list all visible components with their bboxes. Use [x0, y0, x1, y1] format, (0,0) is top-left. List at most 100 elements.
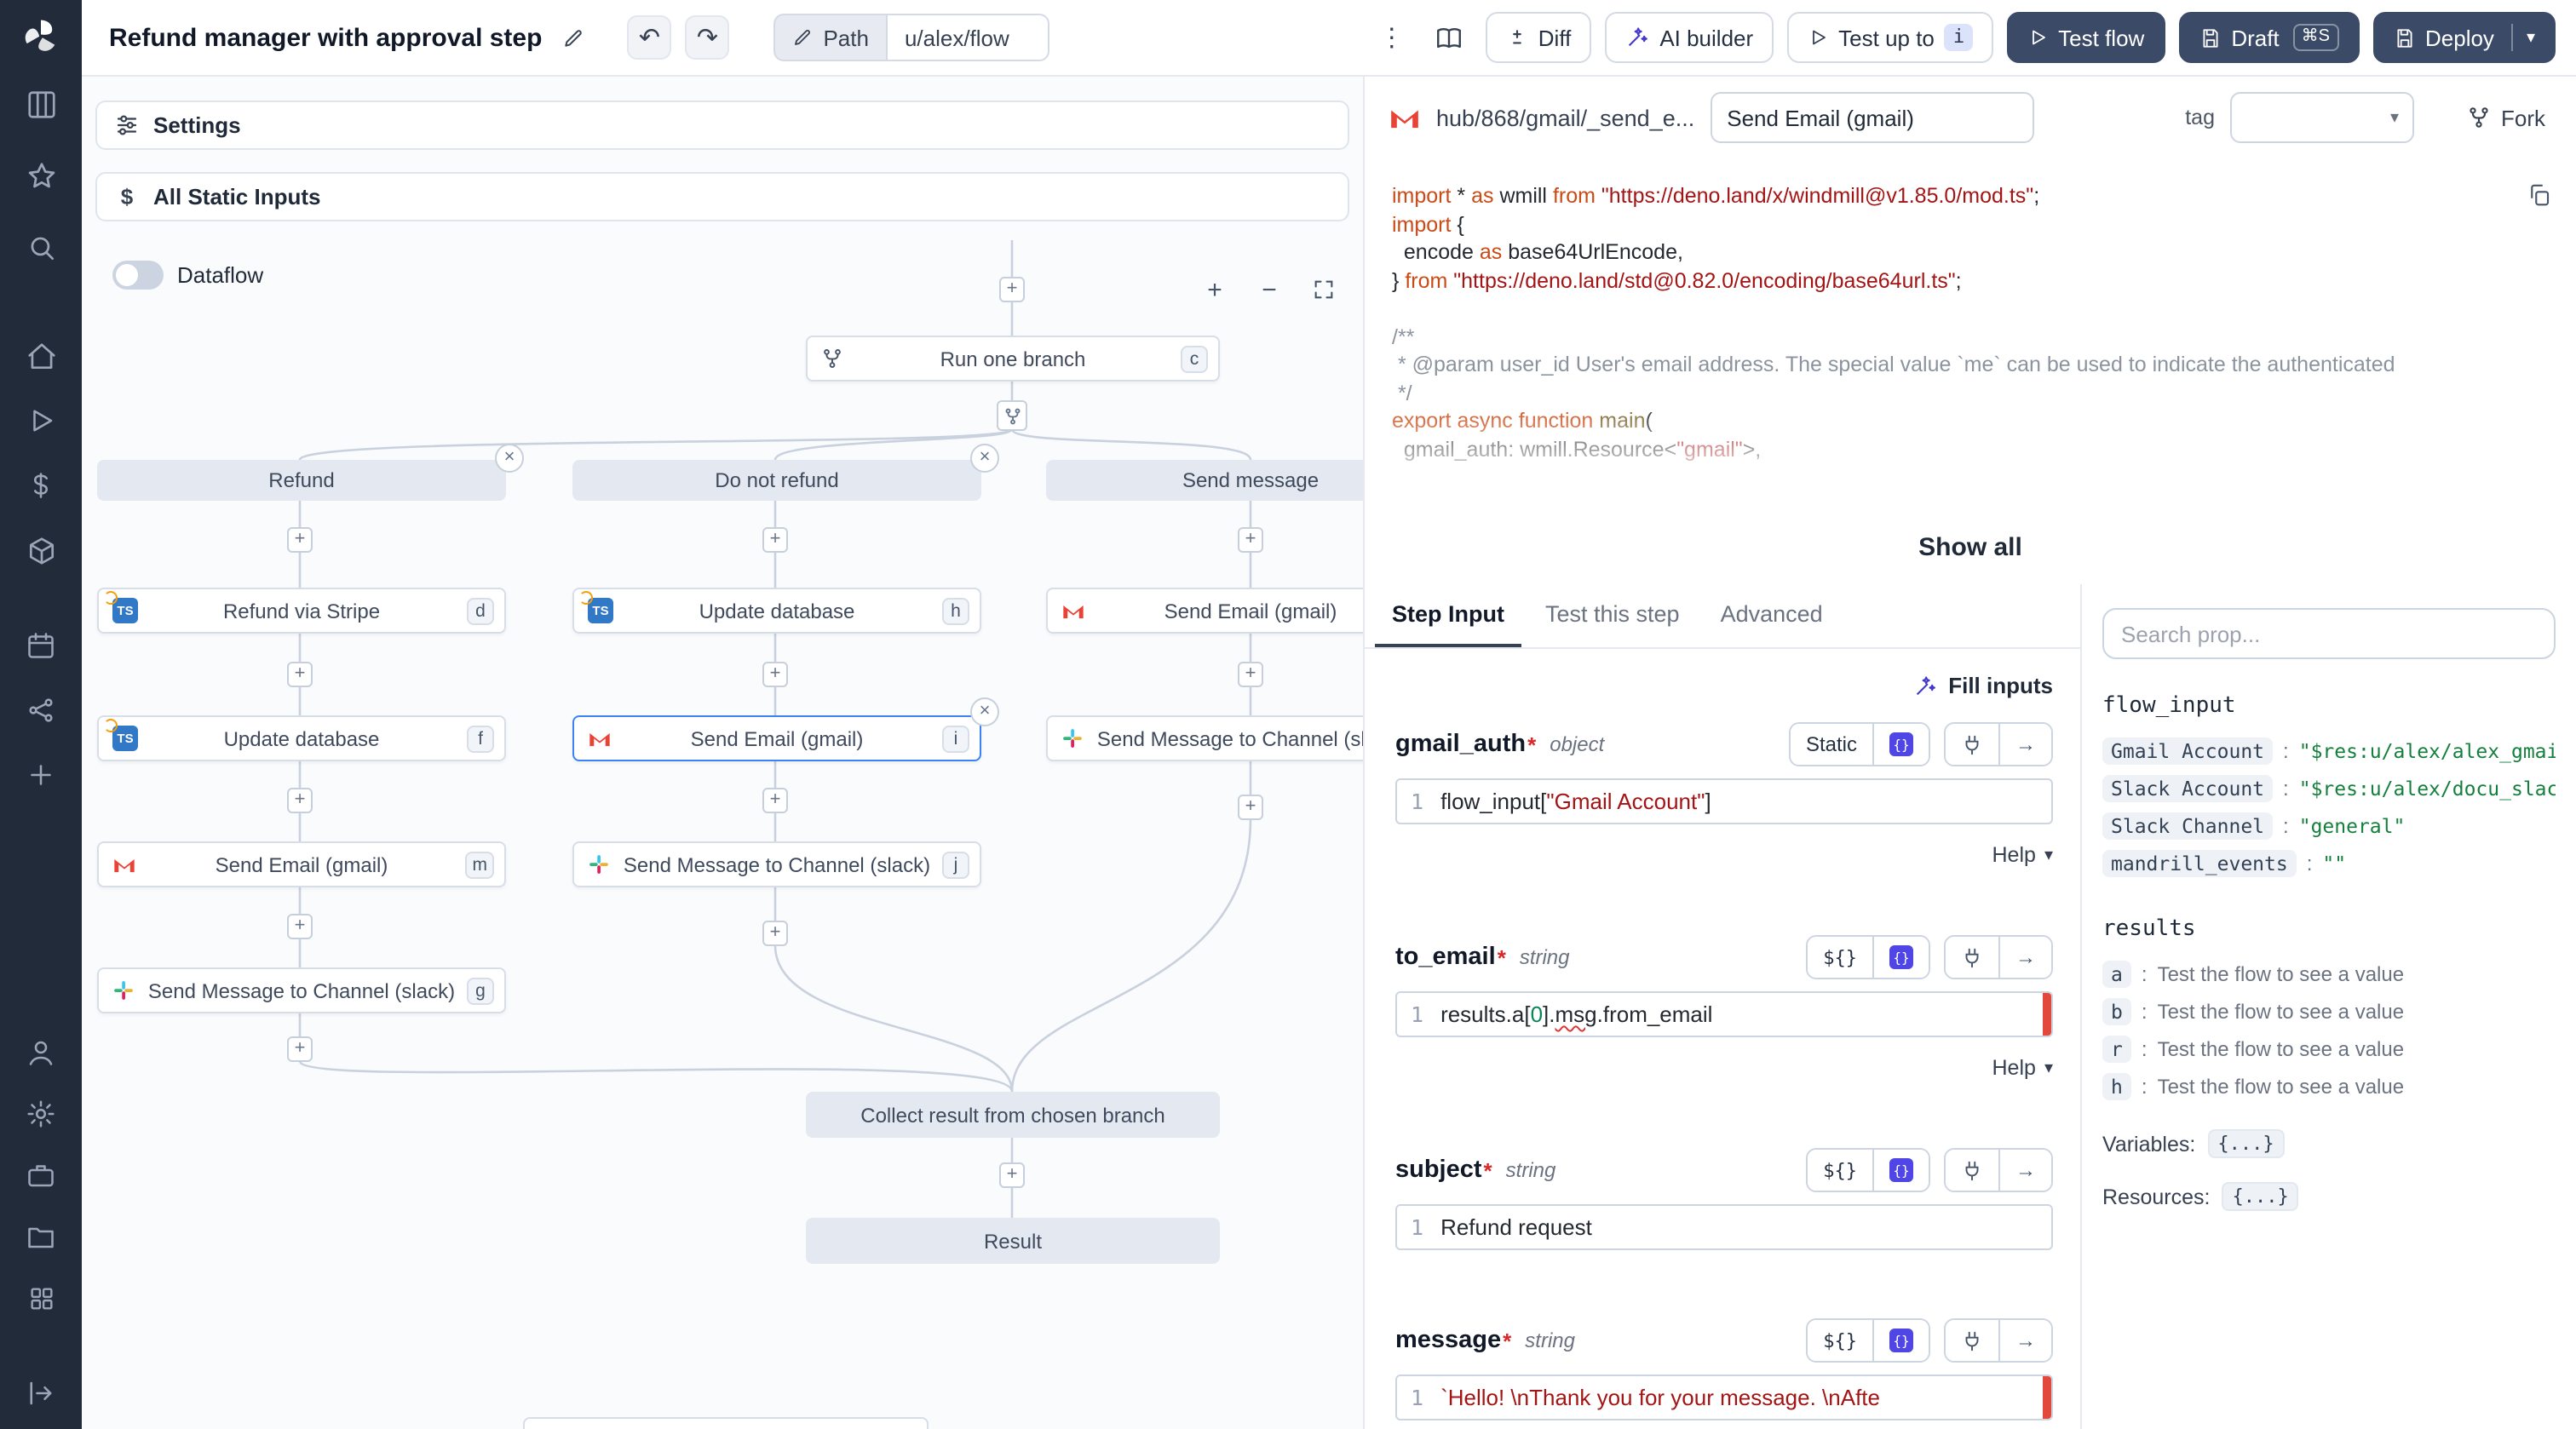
- plug-connect-button[interactable]: [1946, 1150, 1998, 1191]
- node-run-one-branch[interactable]: Run one branch c: [806, 336, 1220, 382]
- prop-row[interactable]: Gmail Account:"$res:u/alex/alex_gmail": [2102, 732, 2556, 770]
- triggers-share-icon[interactable]: [12, 685, 70, 736]
- add-step-button[interactable]: +: [762, 788, 788, 813]
- tab-step-input[interactable]: Step Input: [1375, 584, 1521, 647]
- variables-expand-chip[interactable]: {...}: [2207, 1129, 2285, 1158]
- expr-mode-button[interactable]: {}: [1872, 1320, 1929, 1361]
- template-mode-button[interactable]: ${}: [1808, 1150, 1872, 1191]
- show-all-button[interactable]: Show all: [1918, 532, 2022, 561]
- branch-split-button[interactable]: [997, 400, 1027, 431]
- folders-icon[interactable]: [12, 1211, 70, 1262]
- add-step-button[interactable]: +: [287, 914, 313, 939]
- subject-expression-input[interactable]: 1 Refund request: [1395, 1204, 2053, 1250]
- node-collect-result[interactable]: Collect result from chosen branch: [806, 1092, 1220, 1138]
- expand-sidebar-icon[interactable]: [12, 1368, 70, 1419]
- help-toggle[interactable]: Help▾: [1992, 843, 2054, 867]
- apply-arrow-button[interactable]: →: [1998, 1320, 2051, 1361]
- tab-test-this-step[interactable]: Test this step: [1545, 601, 1680, 627]
- more-menu-button[interactable]: ⋮: [1369, 15, 1414, 60]
- search-prop-input[interactable]: [2102, 608, 2556, 659]
- static-inputs-row[interactable]: $ All Static Inputs: [95, 172, 1349, 221]
- add-step-button[interactable]: +: [287, 1036, 313, 1062]
- flow-input-header[interactable]: flow_input: [2102, 693, 2236, 719]
- delete-step-button[interactable]: ×: [970, 697, 999, 726]
- fill-inputs-button[interactable]: Fill inputs: [1395, 673, 2053, 698]
- account-user-icon[interactable]: [12, 1027, 70, 1078]
- resources-box-icon[interactable]: [12, 525, 70, 576]
- add-step-button[interactable]: +: [999, 1162, 1025, 1188]
- copy-code-button[interactable]: [2527, 182, 2552, 208]
- deploy-chevron-down-icon[interactable]: ▾: [2526, 28, 2535, 47]
- windmill-logo-icon[interactable]: [22, 17, 60, 55]
- node-update-database-f[interactable]: TS Update database f: [97, 715, 506, 761]
- star-icon[interactable]: [12, 150, 70, 201]
- template-mode-button[interactable]: ${}: [1808, 937, 1872, 978]
- ai-builder-button[interactable]: AI builder: [1605, 12, 1774, 63]
- undo-button[interactable]: ↶: [627, 15, 672, 60]
- flow-settings-row[interactable]: Settings: [95, 100, 1349, 150]
- node-update-database-h[interactable]: TS Update database h: [572, 588, 981, 634]
- workers-toolbox-icon[interactable]: [12, 1150, 70, 1201]
- add-step-button[interactable]: +: [1238, 662, 1263, 687]
- add-step-button[interactable]: +: [762, 662, 788, 687]
- expr-mode-button[interactable]: {}: [1872, 1150, 1929, 1191]
- test-flow-button[interactable]: Test flow: [2007, 12, 2165, 63]
- schedules-calendar-icon[interactable]: [12, 620, 70, 671]
- template-mode-button[interactable]: ${}: [1808, 1320, 1872, 1361]
- node-send-slack-sm[interactable]: Send Message to Channel (slack): [1046, 715, 1363, 761]
- plug-connect-button[interactable]: [1946, 1320, 1998, 1361]
- apply-arrow-button[interactable]: →: [1998, 937, 2051, 978]
- plug-connect-button[interactable]: [1946, 937, 1998, 978]
- add-step-button[interactable]: +: [762, 921, 788, 946]
- path-button[interactable]: Path: [773, 14, 886, 61]
- edit-title-pencil-icon[interactable]: [555, 15, 590, 60]
- node-error-handler[interactable]: Error Handler +: [523, 1417, 929, 1429]
- step-code-preview[interactable]: import * as wmill from "https://deno.lan…: [1365, 158, 2576, 509]
- columns-icon[interactable]: [12, 78, 70, 129]
- static-mode-button[interactable]: Static: [1790, 724, 1872, 765]
- add-step-button[interactable]: +: [762, 527, 788, 553]
- deploy-button[interactable]: Deploy ▾: [2372, 12, 2556, 63]
- diff-button[interactable]: Diff: [1485, 12, 1592, 63]
- search-icon[interactable]: [12, 221, 70, 273]
- add-step-button[interactable]: +: [1238, 795, 1263, 820]
- branch-header-send-message[interactable]: Send message: [1046, 460, 1363, 501]
- prop-row[interactable]: Slack Channel:"general": [2102, 807, 2556, 845]
- redo-button[interactable]: ↷: [685, 15, 730, 60]
- result-row[interactable]: h:Test the flow to see a value: [2102, 1068, 2556, 1105]
- hub-script-path[interactable]: hub/868/gmail/_send_e...: [1436, 105, 1695, 130]
- prop-row[interactable]: mandrill_events:"": [2102, 845, 2556, 882]
- variables-dollar-icon[interactable]: [12, 460, 70, 511]
- resources-expand-chip[interactable]: {...}: [2222, 1182, 2299, 1211]
- tag-select[interactable]: ▾: [2230, 92, 2414, 143]
- fit-view-button[interactable]: [1305, 271, 1343, 308]
- draft-button[interactable]: Draft ⌘S: [2178, 12, 2359, 63]
- node-send-email-m[interactable]: Send Email (gmail) m: [97, 841, 506, 887]
- node-send-email-i-selected[interactable]: Send Email (gmail) i: [572, 715, 981, 761]
- add-step-button[interactable]: +: [287, 788, 313, 813]
- tab-advanced[interactable]: Advanced: [1720, 601, 1823, 627]
- remove-branch-refund-button[interactable]: ×: [495, 444, 524, 473]
- test-up-to-button[interactable]: Test up to i: [1787, 12, 1994, 63]
- settings-gear-icon[interactable]: [12, 1088, 70, 1139]
- home-icon[interactable]: [12, 330, 70, 382]
- branch-header-do-not-refund[interactable]: Do not refund: [572, 460, 981, 501]
- add-step-button[interactable]: +: [1238, 527, 1263, 553]
- fork-button[interactable]: Fork: [2467, 105, 2545, 130]
- dataflow-toggle[interactable]: [112, 261, 164, 290]
- result-row[interactable]: b:Test the flow to see a value: [2102, 993, 2556, 1030]
- prop-row[interactable]: Slack Account:"$res:u/alex/docu_slack": [2102, 770, 2556, 807]
- add-step-button[interactable]: +: [287, 527, 313, 553]
- expr-mode-button[interactable]: {}: [1872, 724, 1929, 765]
- apply-arrow-button[interactable]: →: [1998, 724, 2051, 765]
- step-name-input[interactable]: [1710, 92, 2034, 143]
- node-send-slack-j[interactable]: Send Message to Channel (slack) j: [572, 841, 981, 887]
- node-send-slack-g[interactable]: Send Message to Channel (slack) g: [97, 967, 506, 1013]
- node-result[interactable]: Result: [806, 1218, 1220, 1264]
- branch-header-refund[interactable]: Refund: [97, 460, 506, 501]
- help-toggle[interactable]: Help▾: [1992, 1056, 2054, 1080]
- groups-grid-icon[interactable]: [12, 1272, 70, 1323]
- node-refund-via-stripe[interactable]: TS Refund via Stripe d: [97, 588, 506, 634]
- message-expression-input[interactable]: 1 `Hello! \nThank you for your message. …: [1395, 1374, 2053, 1420]
- path-value[interactable]: u/alex/flow: [885, 14, 1049, 61]
